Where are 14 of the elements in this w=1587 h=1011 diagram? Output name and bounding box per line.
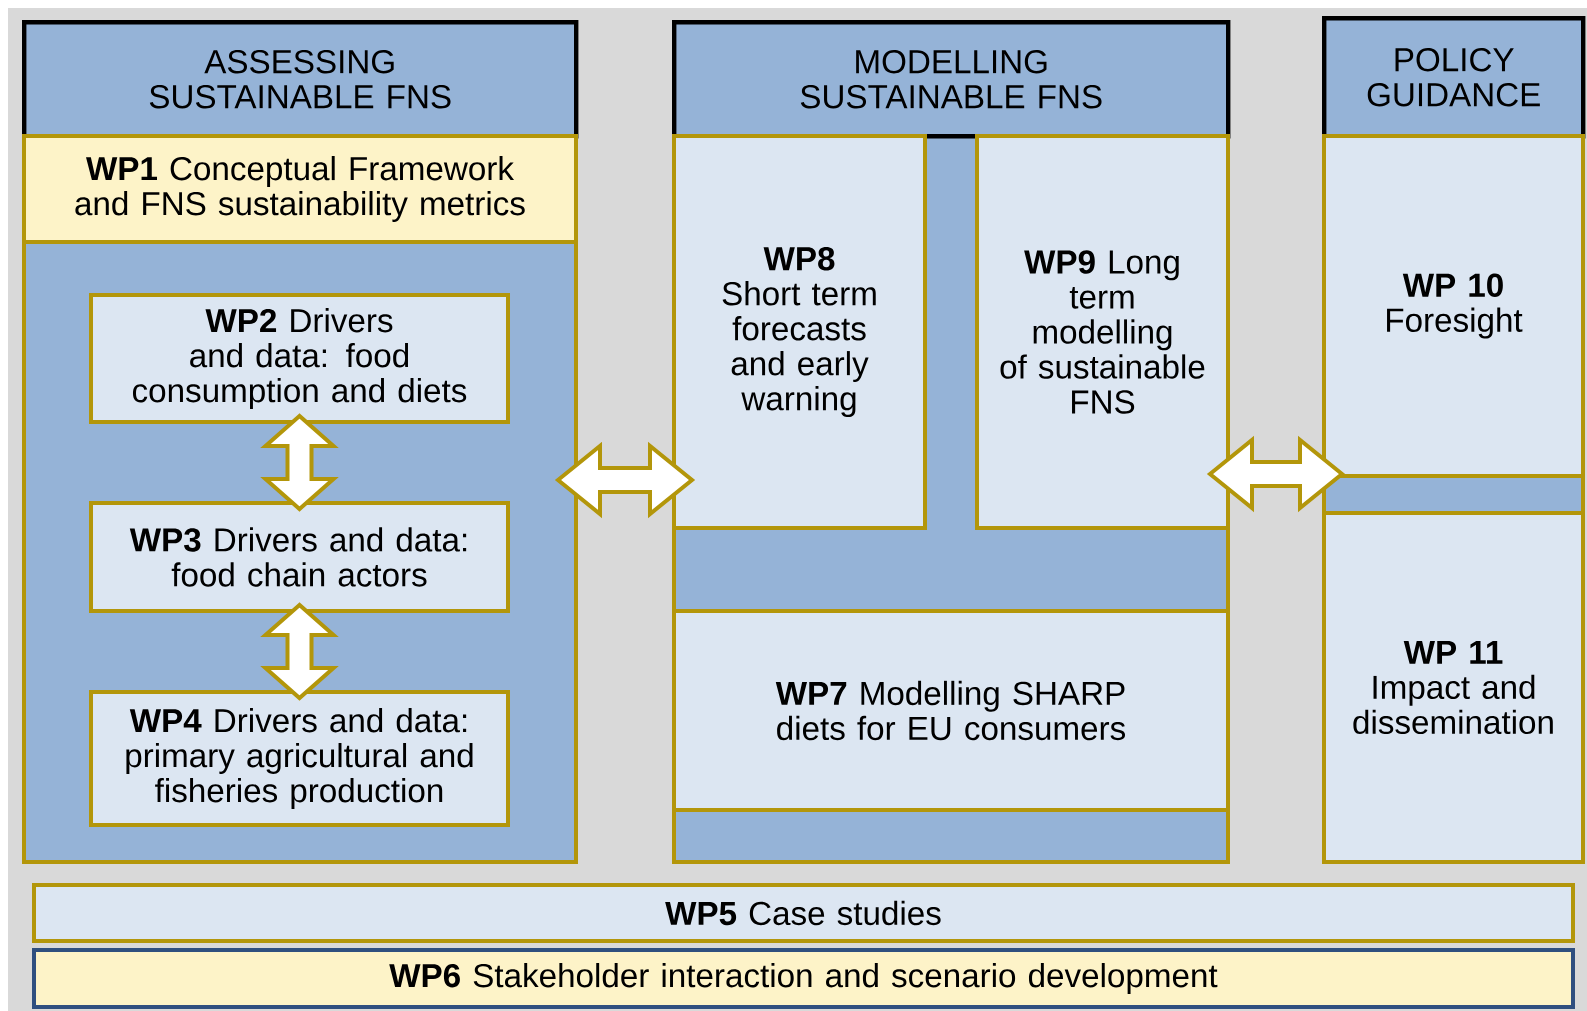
work-package-box: WP 11 Impact and dissemination bbox=[1322, 511, 1585, 864]
work-package-box: WP2 Drivers and data: food consumption and diets bbox=[89, 293, 510, 424]
work-package-box: WP9 Long term modelling of sustainable FNS bbox=[975, 134, 1230, 530]
work-package-box: WP 10 Foresight bbox=[1322, 134, 1585, 478]
column-header: POLICY GUIDANCE bbox=[1322, 16, 1586, 139]
work-package-box: WP1 Conceptual Framework and FNS sustainability metrics bbox=[22, 134, 578, 244]
work-package-bar: WP5 Case studies bbox=[32, 883, 1575, 943]
work-package-box: WP8 Short term forecasts and early warning bbox=[672, 134, 927, 530]
work-package-box: WP3 Drivers and data: food chain actors bbox=[89, 501, 510, 613]
column-header: MODELLING SUSTAINABLE FNS bbox=[672, 20, 1231, 139]
column-header: ASSESSING SUSTAINABLE FNS bbox=[22, 20, 579, 139]
work-package-box: WP7 Modelling SHARP diets for EU consumers bbox=[672, 609, 1230, 812]
work-package-bar: WP6 Stakeholder interaction and scenario development bbox=[32, 948, 1575, 1009]
work-package-box: WP4 Drivers and data: primary agricultural and fisheries production bbox=[89, 690, 510, 827]
